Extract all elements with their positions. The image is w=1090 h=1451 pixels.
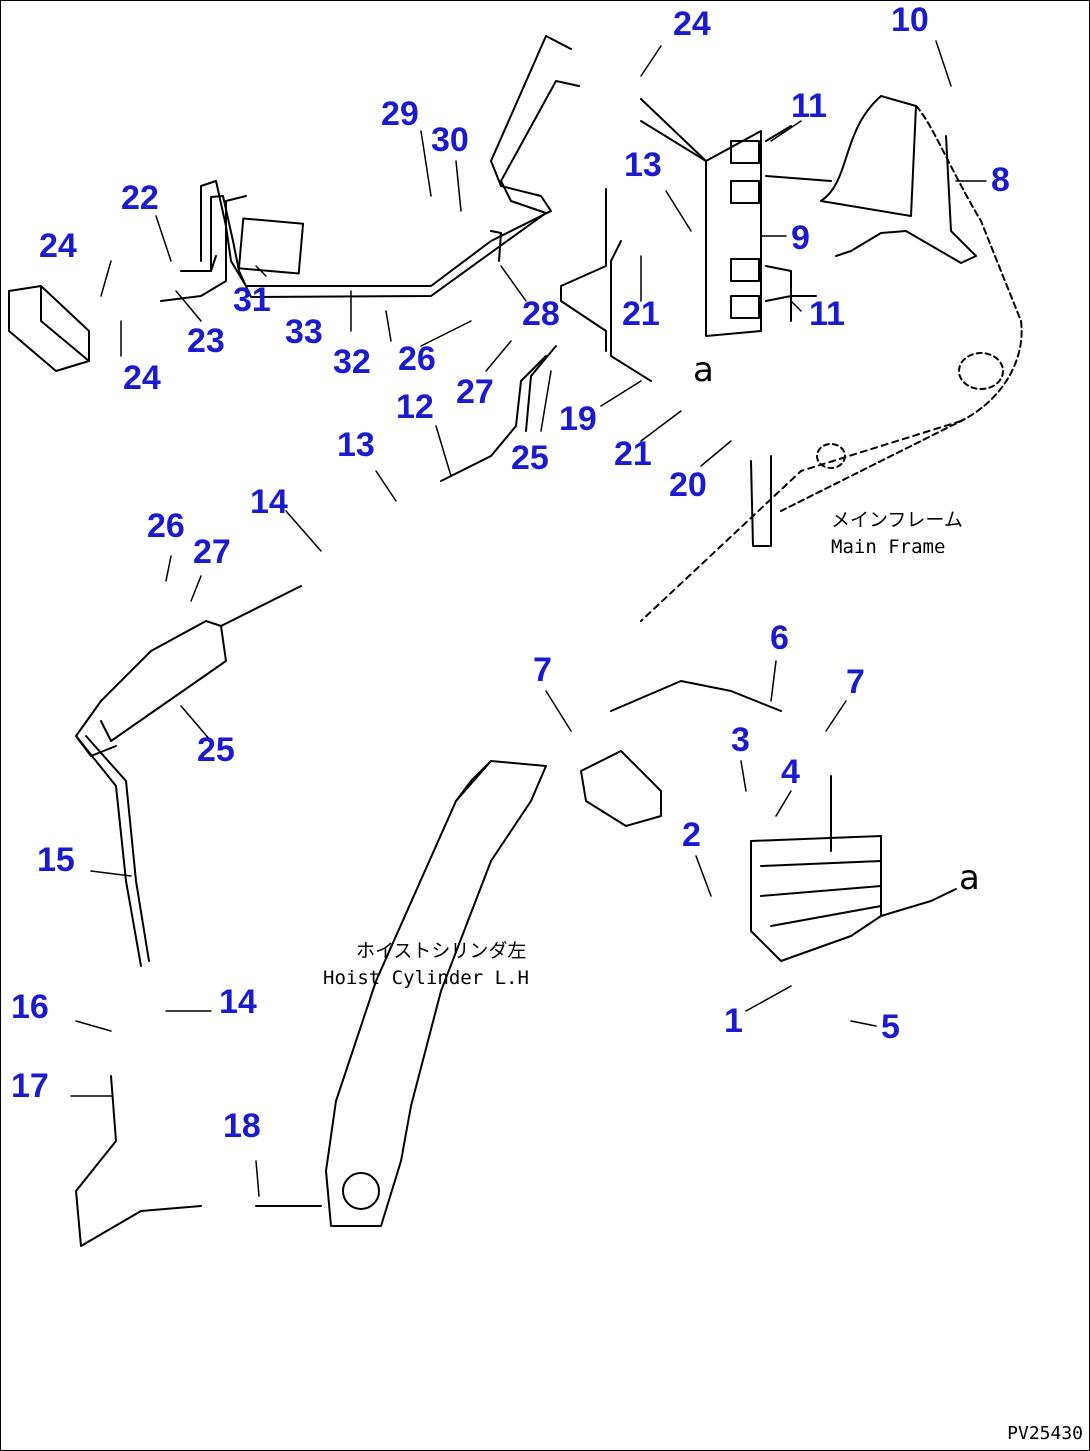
- hoist-cylinder-caption-en: Hoist Cylinder L.H: [323, 967, 529, 989]
- callout-26-mid: 26: [147, 507, 185, 545]
- callout-26-top: 26: [398, 340, 436, 378]
- callout-2: 2: [682, 816, 701, 854]
- leader-lines: [70, 40, 987, 1197]
- drawing-number: PV25430: [1007, 1423, 1083, 1444]
- callout-6: 6: [770, 619, 789, 657]
- callout-30: 30: [431, 121, 469, 159]
- callout-7-left: 7: [533, 651, 552, 689]
- callout-20: 20: [669, 466, 707, 504]
- callout-27-top: 27: [456, 373, 494, 411]
- callout-16: 16: [11, 988, 49, 1026]
- callout-24-top: 24: [673, 5, 711, 43]
- callout-13-mid: 13: [337, 426, 375, 464]
- callout-13-top: 13: [624, 146, 662, 184]
- upper-valve-block-drawing: [640, 98, 832, 337]
- main-frame-caption-jp: メインフレーム: [831, 509, 963, 531]
- callout-7-right: 7: [846, 663, 865, 701]
- main-frame-drawing: [640, 95, 1023, 622]
- callout-25-top: 25: [511, 439, 549, 477]
- callout-10: 10: [891, 1, 929, 39]
- callout-1: 1: [724, 1002, 743, 1040]
- callout-22: 22: [121, 179, 159, 217]
- callout-21-top: 21: [622, 295, 660, 333]
- callout-33: 33: [285, 313, 323, 351]
- callout-14-mid: 14: [250, 483, 288, 521]
- callout-28: 28: [522, 295, 560, 333]
- lower-valve-drawing: [580, 680, 957, 962]
- callout-24-left-b: 24: [123, 359, 161, 397]
- upper-pipes-drawing: [160, 35, 652, 482]
- callout-5: 5: [881, 1008, 900, 1046]
- callout-8: 8: [991, 161, 1010, 199]
- callout-19: 19: [559, 400, 597, 438]
- callout-17: 17: [11, 1067, 49, 1105]
- callout-11-top: 11: [791, 87, 827, 125]
- callout-12: 12: [396, 388, 434, 426]
- callout-18: 18: [223, 1107, 261, 1145]
- mid-hose-drawing: [75, 585, 302, 1247]
- main-frame-caption-en: Main Frame: [831, 536, 946, 558]
- hoist-cylinder-caption-jp: ホイストシリンダ左: [356, 940, 527, 962]
- callout-21-mid: 21: [614, 435, 652, 473]
- callout-31: 31: [233, 281, 271, 319]
- callout-15: 15: [37, 841, 75, 879]
- callout-29: 29: [381, 95, 419, 133]
- view-marker-a-upper: a: [693, 350, 714, 390]
- hoist-cylinder-drawing: [255, 760, 547, 1227]
- callout-3: 3: [731, 721, 750, 759]
- view-marker-a-lower: a: [959, 858, 980, 898]
- callout-27-mid: 27: [193, 533, 231, 571]
- callout-23: 23: [187, 322, 225, 360]
- callout-24-left: 24: [39, 227, 77, 265]
- callout-4: 4: [781, 753, 800, 791]
- callout-11-mid: 11: [809, 295, 845, 333]
- callout-9: 9: [791, 219, 810, 257]
- callout-14-low: 14: [219, 983, 257, 1021]
- callout-25-mid: 25: [197, 731, 235, 769]
- left-block-drawing: [8, 285, 90, 372]
- callout-32: 32: [333, 343, 371, 381]
